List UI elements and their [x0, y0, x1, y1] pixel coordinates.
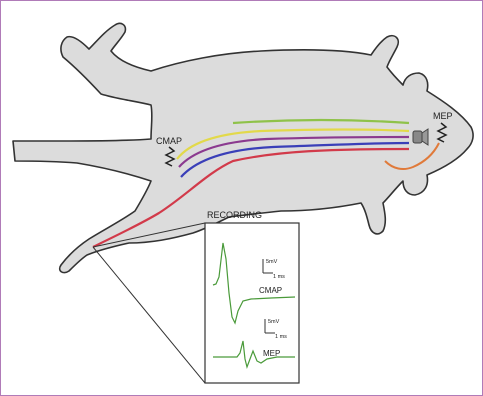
magnetic-coil-icon — [413, 129, 428, 145]
callout-line-lower — [93, 247, 205, 383]
scale-bar-1-voltage: 5mV — [266, 259, 278, 265]
recording-box — [205, 223, 299, 383]
scale-bar-2-voltage: 5mV — [268, 319, 280, 325]
trace-top-label: CMAP — [259, 286, 282, 295]
trace-bottom-label: MEP — [263, 349, 280, 358]
scale-bar-1-time: 1 ms — [273, 274, 285, 280]
scale-bar-2-time: 1 ms — [275, 334, 287, 340]
recording-title: RECORDING — [207, 210, 262, 220]
mep-site-label: MEP — [433, 111, 453, 121]
cmap-site-label: CMAP — [156, 136, 182, 146]
